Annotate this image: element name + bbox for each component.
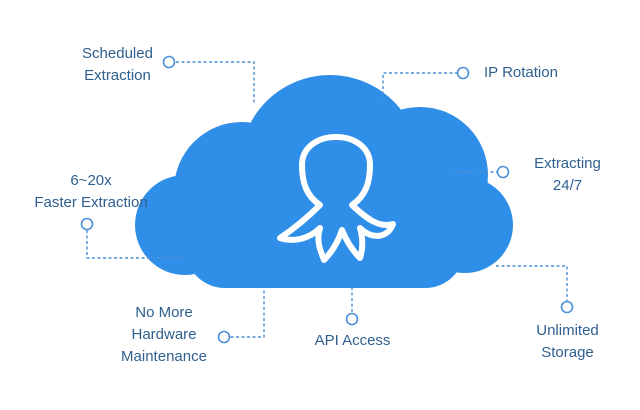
endpoint-scheduled	[162, 55, 176, 69]
label-extracting-24-7: Extracting 24/7	[534, 155, 601, 194]
label-faster-extraction: 6~20x Faster Extraction	[34, 172, 148, 211]
endpoint-extracting	[496, 165, 510, 179]
connector-hardware	[230, 285, 265, 338]
endpoint-hardware	[217, 330, 231, 344]
label-api-access: API Access	[314, 332, 391, 349]
connector-endpoints	[80, 55, 574, 344]
endpoint-ip	[456, 66, 470, 80]
endpoint-faster	[80, 217, 94, 231]
label-ip-rotation: IP Rotation	[484, 64, 558, 81]
label-scheduled-extraction: Scheduled Extraction	[82, 45, 153, 84]
endpoint-storage	[560, 300, 574, 314]
connector-ip	[382, 72, 457, 100]
connector-storage	[496, 265, 568, 301]
cloud-shape	[135, 75, 513, 288]
label-no-more-hardware-maintenance: No More Hardware Maintenance	[121, 304, 207, 365]
connector-scheduled	[176, 61, 255, 103]
octopus-logo-icon	[277, 134, 396, 263]
endpoint-api	[345, 312, 359, 326]
connector-lines	[86, 61, 568, 338]
connector-faster	[86, 230, 188, 259]
label-unlimited-storage: Unlimited Storage	[536, 322, 599, 361]
